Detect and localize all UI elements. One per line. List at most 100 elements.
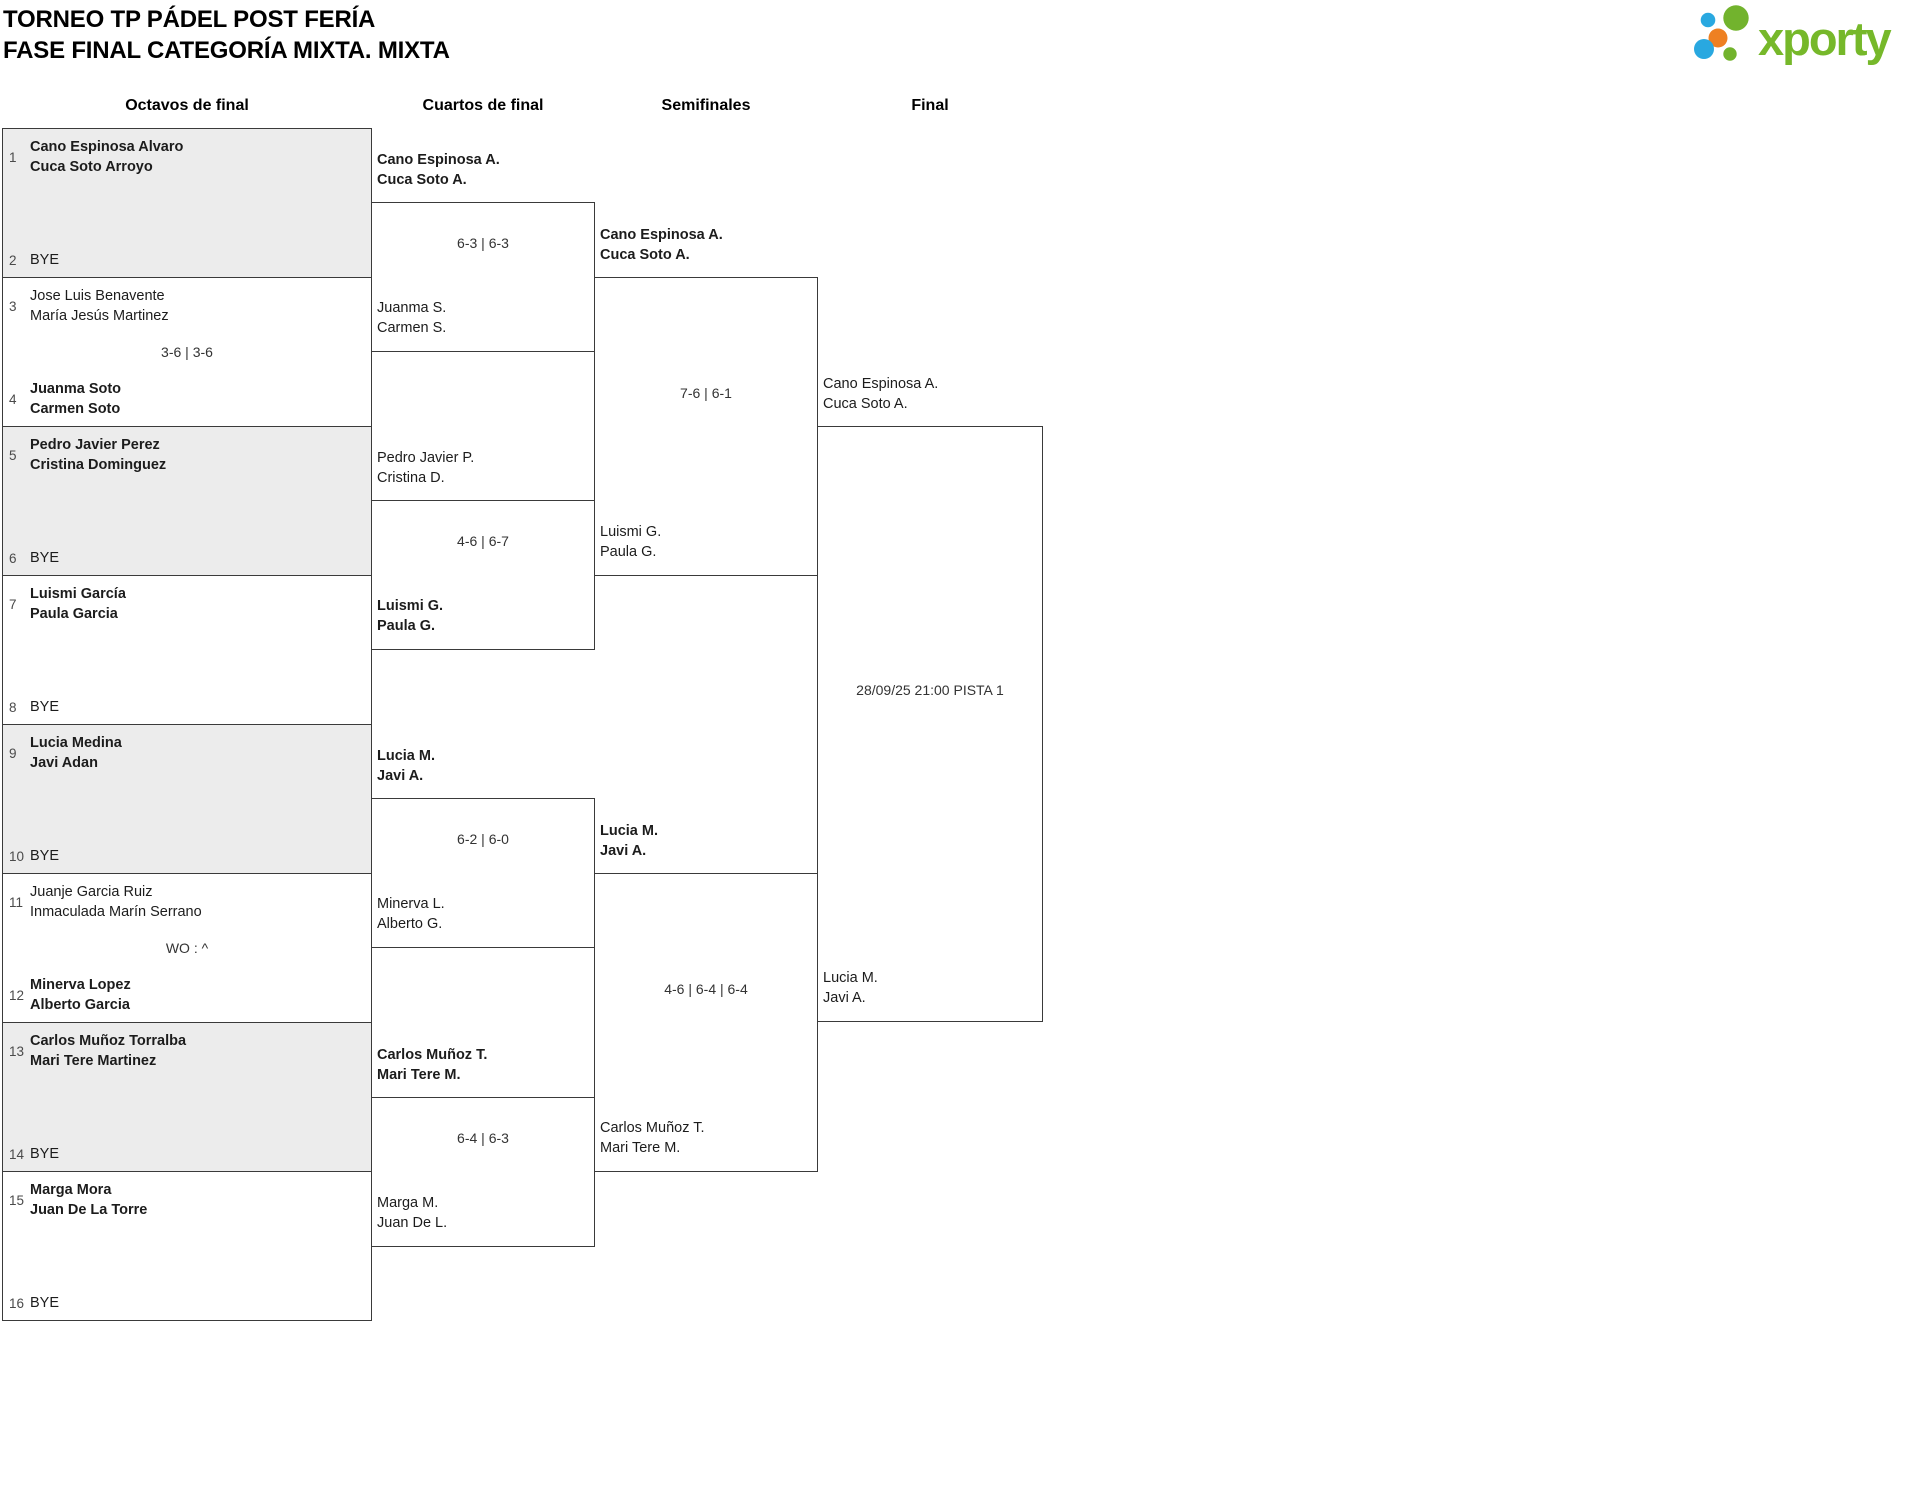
seed-number: 12 (9, 987, 25, 1003)
octavos-match-8: 15 Marga Mora Juan De La Torre 16 BYE (2, 1171, 372, 1321)
octavos-match-1: 1 Cano Espinosa Alvaro Cuca Soto Arroyo … (2, 128, 372, 278)
player-name: Carlos Muñoz Torralba (30, 1033, 187, 1049)
semifinal-match-1: Cano Espinosa A. Cuca Soto A. 7-6 | 6-1 … (594, 227, 818, 576)
player-name: Javi A. (377, 768, 424, 784)
player-name: Mari Tere M. (377, 1067, 461, 1083)
player-name: BYE (30, 848, 60, 864)
team-slot-12: 12 Minerva Lopez Alberto Garcia (9, 975, 363, 1015)
team-slot-3: 3 Jose Luis Benavente María Jesús Martin… (9, 286, 363, 326)
match-score: 6-4 | 6-3 (457, 1130, 509, 1146)
team-names: BYE (30, 697, 59, 717)
player-name: Lucia Medina (30, 735, 122, 751)
player-name: Paula G. (377, 618, 436, 634)
page-title: TORNEO TP PÁDEL POST FERÍA FASE FINAL CA… (3, 4, 450, 66)
team-slot-4: 4 Juanma Soto Carmen Soto (9, 379, 363, 419)
player-name: Juanma Soto (30, 381, 122, 397)
player-name: Juan De L. (377, 1215, 448, 1231)
octavos-match-4: 7 Luismi García Paula Garcia 8 BYE (2, 575, 372, 725)
xporty-logo-text: xporty (1758, 12, 1892, 65)
team-label: Cano Espinosa A. Cuca Soto A. (823, 374, 1028, 414)
match-score: 7-6 | 6-1 (680, 384, 732, 401)
team-slot-2: 2 BYE (9, 250, 363, 270)
team-names: Marga Mora Juan De La Torre (30, 1180, 147, 1220)
team-names: BYE (30, 548, 59, 568)
team-names: BYE (30, 1293, 59, 1313)
player-name: Carlos Muñoz T. (377, 1047, 488, 1063)
team-names: Luismi García Paula Garcia (30, 584, 126, 624)
seed-number: 3 (9, 298, 17, 314)
final-match: Cano Espinosa A. Cuca Soto A. 28/09/25 2… (817, 376, 1043, 1022)
seed-number: 1 (9, 149, 17, 165)
cuartos-match-2: Pedro Javier P. Cristina D. 4-6 | 6-7 Lu… (371, 450, 595, 650)
match-score: 4-6 | 6-4 | 6-4 (664, 980, 748, 997)
player-name: Inmaculada Marín Serrano (30, 904, 202, 920)
seed-number: 15 (9, 1192, 25, 1208)
player-name: María Jesús Martinez (30, 308, 169, 324)
team-label: Minerva L. Alberto G. (377, 894, 582, 934)
cuartos-match-4: Carlos Muñoz T. Mari Tere M. 6-4 | 6-3 M… (371, 1047, 595, 1247)
player-name: Pedro Javier P. (377, 450, 475, 466)
match-score: 4-6 | 6-7 (457, 533, 509, 549)
player-name: Minerva L. (377, 896, 445, 912)
match-score: 6-2 | 6-0 (457, 831, 509, 847)
team-names: Jose Luis Benavente María Jesús Martinez (30, 286, 169, 326)
player-name: Carmen S. (377, 320, 447, 336)
match-schedule: 28/09/25 21:00 PISTA 1 (856, 682, 1004, 698)
player-name: Juanje Garcia Ruiz (30, 884, 153, 900)
player-name: Mari Tere M. (600, 1140, 681, 1156)
xporty-logo[interactable]: xporty (1686, 2, 1920, 72)
team-label: Pedro Javier P. Cristina D. (377, 448, 582, 488)
player-name: Cristina D. (377, 470, 445, 486)
team-label: Juanma S. Carmen S. (377, 298, 582, 338)
team-slot-1: 1 Cano Espinosa Alvaro Cuca Soto Arroyo (9, 137, 363, 177)
player-name: Luismi G. (377, 598, 444, 614)
team-label: Lucia M. Javi A. (600, 821, 805, 861)
player-name: Luismi García (30, 586, 126, 602)
team-names: Pedro Javier Perez Cristina Dominguez (30, 435, 166, 475)
player-name: Cuca Soto A. (823, 396, 908, 412)
team-names: Carlos Muñoz Torralba Mari Tere Martinez (30, 1031, 186, 1071)
team-slot-15: 15 Marga Mora Juan De La Torre (9, 1180, 363, 1220)
player-name: Cuca Soto A. (377, 172, 467, 188)
player-name: Cristina Dominguez (30, 457, 167, 473)
seed-number: 8 (9, 699, 17, 715)
player-name: Javi A. (823, 990, 866, 1006)
player-name: Minerva Lopez (30, 977, 131, 993)
team-label: Lucia M. Javi A. (377, 746, 582, 786)
match-score: 3-6 | 3-6 (161, 344, 213, 360)
octavos-match-2: 3 Jose Luis Benavente María Jesús Martin… (2, 277, 372, 427)
seed-number: 9 (9, 745, 17, 761)
seed-number: 10 (9, 848, 25, 864)
player-name: Carlos Muñoz T. (600, 1120, 705, 1136)
team-slot-11: 11 Juanje Garcia Ruiz Inmaculada Marín S… (9, 882, 363, 922)
octavos-match-3: 5 Pedro Javier Perez Cristina Dominguez … (2, 426, 372, 576)
player-name: Paula G. (600, 544, 657, 560)
player-name: Lucia M. (600, 823, 659, 839)
team-slot-5: 5 Pedro Javier Perez Cristina Dominguez (9, 435, 363, 475)
seed-number: 11 (9, 894, 24, 910)
page-title-line2: FASE FINAL CATEGORÍA MIXTA. MIXTA (3, 37, 450, 64)
team-slot-9: 9 Lucia Medina Javi Adan (9, 733, 363, 773)
team-names: Cano Espinosa Alvaro Cuca Soto Arroyo (30, 137, 183, 177)
player-name: BYE (30, 1146, 60, 1162)
team-label: Marga M. Juan De L. (377, 1193, 582, 1233)
page-title-line1: TORNEO TP PÁDEL POST FERÍA (3, 6, 376, 33)
cuartos-match-1: Cano Espinosa A. Cuca Soto A. 6-3 | 6-3 … (371, 152, 595, 352)
seed-number: 16 (9, 1295, 25, 1311)
player-name: Lucia M. (377, 748, 436, 764)
team-names: BYE (30, 1144, 59, 1164)
player-name: Cano Espinosa A. (823, 376, 939, 392)
team-label: Carlos Muñoz T. Mari Tere M. (600, 1118, 805, 1158)
team-names: BYE (30, 846, 59, 866)
team-slot-14: 14 BYE (9, 1144, 363, 1164)
team-names: Lucia Medina Javi Adan (30, 733, 122, 773)
cuartos-match-3: Lucia M. Javi A. 6-2 | 6-0 Minerva L. Al… (371, 748, 595, 948)
team-names: Juanje Garcia Ruiz Inmaculada Marín Serr… (30, 882, 202, 922)
semifinal-match-2: Lucia M. Javi A. 4-6 | 6-4 | 6-4 Carlos … (594, 823, 818, 1172)
player-name: BYE (30, 699, 60, 715)
player-name: Cuca Soto Arroyo (30, 159, 153, 175)
match-score: 6-3 | 6-3 (457, 235, 509, 251)
octavos-match-6: 11 Juanje Garcia Ruiz Inmaculada Marín S… (2, 873, 372, 1023)
team-names: BYE (30, 250, 59, 270)
